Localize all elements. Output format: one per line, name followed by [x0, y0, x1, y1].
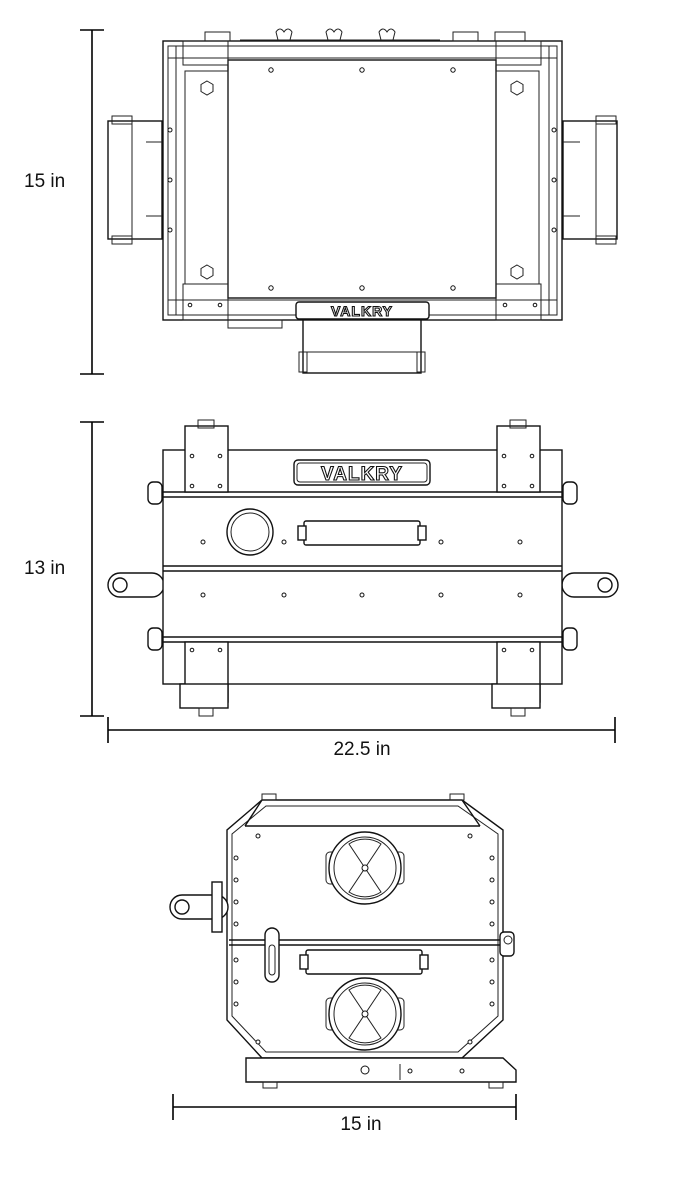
front-view-width-dimension — [107, 717, 616, 743]
right-side-handle — [562, 115, 618, 245]
side-view-rivets — [233, 833, 495, 1045]
wing-nuts — [240, 28, 440, 41]
front-carry-handle — [297, 520, 427, 546]
front-view-height-dimension — [80, 421, 104, 717]
top-view-rivets — [167, 67, 557, 308]
front-side-loops — [107, 481, 619, 651]
side-base-plate — [245, 1057, 517, 1089]
top-view: 15 in — [24, 28, 618, 375]
top-view-depth-dimension — [80, 29, 104, 375]
front-corner-brackets — [179, 419, 541, 717]
top-vent-fan — [325, 831, 405, 905]
front-view-body — [162, 449, 563, 685]
side-view-width-dimension — [172, 1094, 517, 1120]
bottom-vent-fan — [325, 977, 405, 1051]
side-view-width-label: 15 in — [340, 1114, 381, 1135]
top-view-body — [162, 40, 563, 321]
front-view-height-label: 13 in — [24, 558, 65, 579]
top-view-logo: VALKRY — [331, 303, 393, 319]
top-view-logo-plate — [295, 301, 430, 320]
top-corner-brackets — [182, 31, 542, 321]
round-port — [226, 508, 274, 556]
side-carry-handle — [299, 949, 429, 975]
front-view-logo-plate — [293, 459, 431, 486]
hex-bolts — [200, 80, 524, 280]
front-view: 13 in — [24, 419, 619, 760]
side-left-loop — [169, 881, 229, 933]
top-view-front-handle — [227, 319, 426, 374]
front-view-logo: VALKRY — [321, 464, 403, 485]
top-view-depth-label: 15 in — [24, 171, 65, 192]
side-view: 15 in — [169, 793, 517, 1135]
front-view-width-label: 22.5 in — [333, 739, 390, 760]
left-side-handle — [107, 115, 163, 245]
side-latch — [264, 927, 515, 983]
front-view-rivets — [200, 539, 523, 598]
